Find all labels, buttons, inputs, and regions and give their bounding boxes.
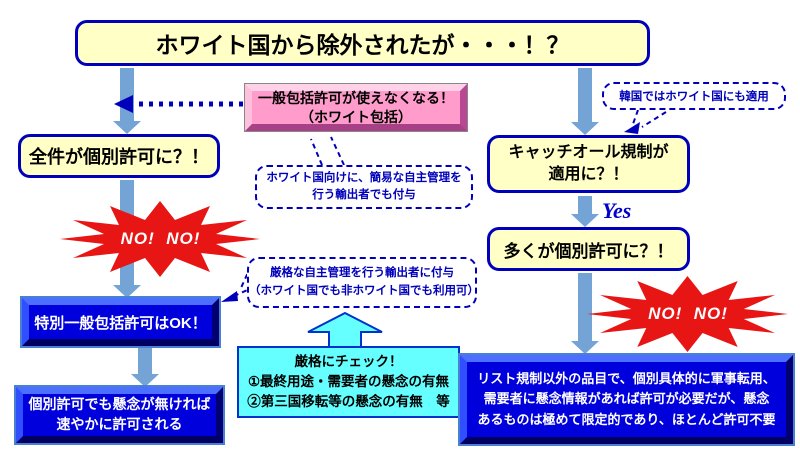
left-result-text: 個別許可でも懸念が無ければ 速やかに許可される: [28, 396, 211, 432]
right-no-burst: NO! NO!: [585, 274, 791, 354]
right-result-text: リスト規制以外の品目で、個別具体的に軍事転用、 需要者に懸念情報があれば許可が必…: [477, 371, 776, 427]
white-simple-text: ホワイト国向けに、簡易な自主管理を 行う輸出者でも付与: [266, 171, 462, 201]
dotted-arrowhead-general-license-icon: [114, 95, 133, 113]
right-question-box: キャッチオール規制が 適用に？！: [487, 135, 690, 193]
right-question2-text: 多くが個別許可に？！: [503, 241, 674, 261]
arrow-title-to-right-question-icon: [571, 68, 599, 135]
page-title: ホワイト国から除外されたが・・・！？: [155, 32, 570, 58]
title-box: ホワイト国から除外されたが・・・！？: [75, 20, 650, 66]
arrow-title-to-left-question-icon: [113, 68, 141, 134]
burst-star-icon: [60, 201, 260, 277]
simple-callout-tail-icon: [310, 138, 323, 166]
general-license-text: 一般包括許可が使えなくなる！ （ホワイト包括）: [258, 89, 454, 125]
right-question-text: キャッチオール規制が 適用に？！: [508, 143, 669, 183]
simple-callout-tail2-icon: [330, 136, 345, 166]
arrow-ok-to-final-icon: [131, 348, 159, 387]
strict-grant-callout: 厳格な自主管理を行う輸出者に付与 （ホワイト国でも非ホワイト国でも利用可）: [247, 257, 479, 308]
strict-grant-text: 厳格な自主管理を行う輸出者に付与 （ホワイト国でも非ホワイト国でも利用可）: [249, 266, 479, 297]
korea-callout-tail-icon: [632, 109, 639, 125]
right-question2-box: 多くが個別許可に？！: [487, 227, 690, 271]
right-result-box: リスト規制以外の品目で、個別具体的に軍事転用、 需要者に懸念情報があれば許可が必…: [460, 355, 793, 444]
arrow-right-question-to-question2-icon: [571, 196, 599, 227]
yes-label: Yes: [602, 198, 631, 224]
korea-callout-tail2-icon: [641, 111, 667, 128]
left-no-burst: NO! NO!: [58, 199, 263, 279]
left-result-box: 個別許可でも懸念が無ければ 速やかに許可される: [16, 387, 223, 443]
ok-box: 特別一般包括許可はOK！: [22, 298, 219, 346]
white-simple-callout: ホワイト国向けに、簡易な自主管理を 行う輸出者でも付与: [255, 165, 473, 209]
general-license-box: 一般包括許可が使えなくなる！ （ホワイト包括）: [245, 84, 467, 131]
strict-check-text: 厳格にチェック！ ①最終用途・需要者の懸念の有無 ②第三国移転等の懸念の有無 等: [247, 353, 450, 410]
block-up-arrow-icon: [307, 311, 383, 348]
korea-note-text: 韓国ではホワイト国にも適用: [619, 91, 769, 103]
burst-star-icon: [587, 276, 788, 352]
ok-text: 特別一般包括許可はOK！: [34, 314, 207, 332]
left-no-text: NO! NO!: [120, 229, 201, 248]
left-question-text: 全件が個別許可に？！: [29, 147, 209, 167]
yes-text: Yes: [602, 198, 632, 223]
left-question-box: 全件が個別許可に？！: [18, 134, 220, 178]
strict-callout-arrowhead-icon: [221, 291, 238, 302]
korea-callout-arrowhead-icon: [624, 122, 640, 134]
strict-check-box: 厳格にチェック！ ①最終用途・需要者の懸念の有無 ②第三国移転等の懸念の有無 等: [237, 346, 460, 418]
right-no-text: NO! NO!: [648, 304, 728, 323]
korea-note-callout: 韓国ではホワイト国にも適用: [602, 82, 786, 110]
